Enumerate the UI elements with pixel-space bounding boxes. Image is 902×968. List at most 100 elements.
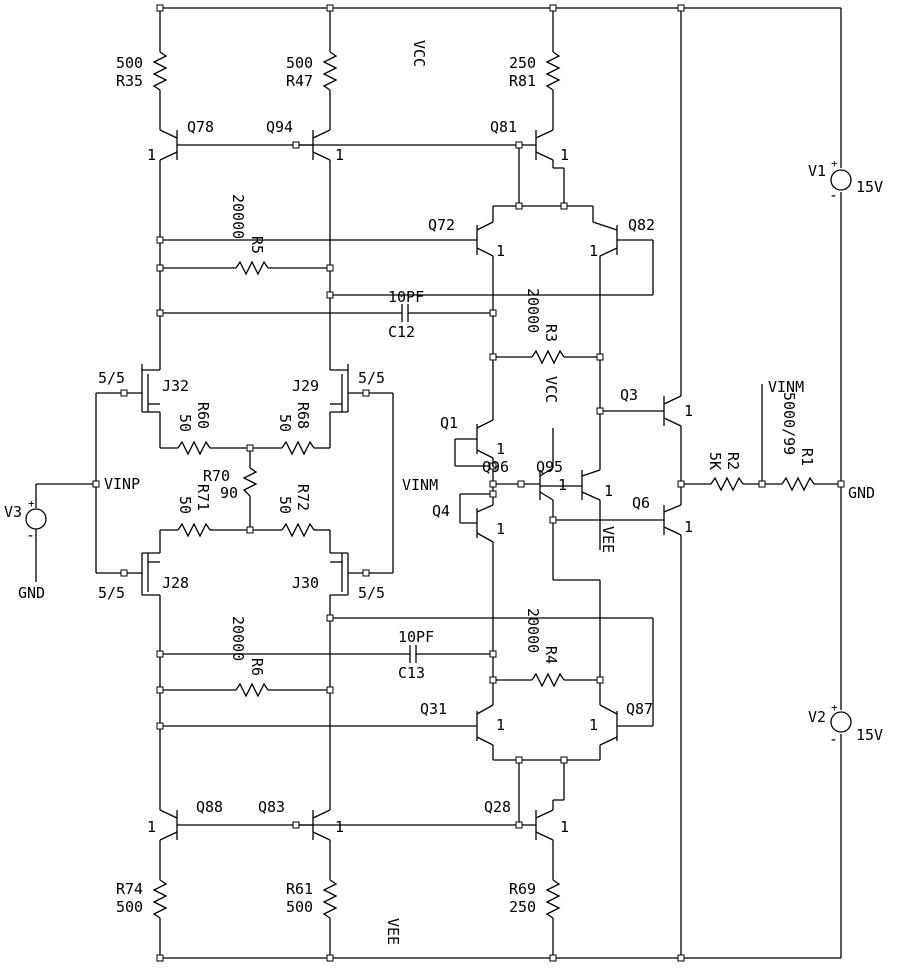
voltage-source-v2	[830, 711, 852, 733]
q88-area: 1	[147, 818, 156, 836]
v2-label: V2	[808, 708, 826, 726]
resistor-r61	[322, 840, 338, 958]
r3-value: 20000	[524, 288, 542, 333]
c12-value: 10PF	[388, 288, 424, 306]
j32-size: 5/5	[98, 369, 125, 387]
q96-label: Q96	[482, 458, 509, 476]
v2-plus: +	[831, 701, 838, 714]
resistor-r68	[250, 440, 330, 456]
q72-label: Q72	[428, 216, 455, 234]
q94-label: Q94	[266, 118, 293, 136]
resistor-r4	[493, 672, 600, 688]
j29-size: 5/5	[358, 369, 385, 387]
r1-name: R1	[798, 448, 816, 466]
v1-minus: -	[829, 186, 838, 204]
r60-value: 50	[176, 414, 194, 432]
r68-value: 50	[276, 414, 294, 432]
r81-name: R81	[509, 72, 536, 90]
wire-j30-to-q87	[330, 617, 654, 726]
resistor-r81	[545, 8, 561, 130]
v2-minus: -	[829, 730, 838, 748]
r69-name: R69	[509, 880, 536, 898]
q4-area: 1	[496, 520, 505, 538]
r60-name: R60	[194, 402, 212, 429]
q6-area: 1	[684, 518, 693, 536]
jfet-j30	[329, 530, 393, 810]
r61-value: 500	[286, 898, 313, 916]
q83-label: Q83	[258, 798, 285, 816]
q82-area: 1	[589, 242, 598, 260]
v1-value: 15V	[856, 178, 883, 196]
q81-area: 1	[560, 146, 569, 164]
resistor-r71	[160, 522, 250, 538]
resistor-r70	[242, 448, 258, 530]
transistor-q31	[160, 704, 600, 761]
r2-value: 5K	[706, 452, 724, 470]
transistor-q72	[160, 205, 593, 420]
q95-area: 1	[604, 482, 613, 500]
j29-label: J29	[292, 377, 319, 395]
vinp-label: VINP	[104, 475, 140, 493]
transistor-q81	[296, 129, 565, 206]
v3-minus: -	[26, 526, 35, 544]
resistor-r5	[160, 260, 330, 276]
r74-value: 500	[116, 898, 143, 916]
r6-value: 20000	[229, 616, 247, 661]
vee-bottom-label: VEE	[384, 918, 402, 945]
transistor-q82	[330, 206, 654, 470]
v1-label: V1	[808, 162, 826, 180]
transistor-q4	[459, 493, 494, 705]
j30-label: J30	[292, 574, 319, 592]
q81-label: Q81	[490, 118, 517, 136]
transistor-q96-q95	[493, 428, 601, 680]
resistor-r69	[545, 840, 561, 958]
j32-label: J32	[162, 377, 189, 395]
transistor-q87	[599, 680, 653, 760]
r47-name: R47	[286, 72, 313, 90]
r74-name: R74	[116, 880, 143, 898]
j28-size: 5/5	[98, 584, 125, 602]
q28-label: Q28	[484, 798, 511, 816]
vcc-mid-label: VCC	[542, 376, 560, 403]
r71-value: 50	[176, 496, 194, 514]
resistor-r1	[762, 476, 841, 492]
resistor-r74	[152, 840, 168, 958]
q1-area: 1	[496, 440, 505, 458]
transistor-q94	[296, 129, 331, 370]
gnd-right-label: GND	[848, 484, 875, 502]
q4-label: Q4	[432, 502, 450, 520]
transistor-q3	[600, 8, 682, 505]
vinm-input-label: VINM	[402, 476, 438, 494]
jfet-j28	[96, 530, 161, 810]
r72-name: R72	[294, 484, 312, 511]
voltage-source-v1	[830, 169, 852, 191]
r5-name: R5	[248, 236, 266, 254]
q96-area: 1	[558, 476, 567, 494]
vinm-feedback-label: VINM	[768, 378, 804, 396]
q28-area: 1	[560, 818, 569, 836]
r47-value: 500	[286, 54, 313, 72]
node-dots	[92, 4, 845, 962]
q78-label: Q78	[187, 118, 214, 136]
r70-name: R70	[203, 467, 230, 485]
transistor-q78	[159, 129, 296, 370]
q87-area: 1	[589, 716, 598, 734]
q3-area: 1	[684, 402, 693, 420]
r4-name: R4	[542, 646, 560, 664]
r5-value: 20000	[229, 194, 247, 239]
v3-gnd-label: GND	[18, 584, 45, 602]
resistor-r47	[322, 8, 338, 130]
r3-name: R3	[542, 324, 560, 342]
c13-value: 10PF	[398, 628, 434, 646]
q1-label: Q1	[440, 414, 458, 432]
r69-value: 250	[509, 898, 536, 916]
q72-area: 1	[496, 242, 505, 260]
j30-size: 5/5	[358, 584, 385, 602]
q6-label: Q6	[632, 494, 650, 512]
q95-label: Q95	[536, 458, 563, 476]
c13-name: C13	[398, 664, 425, 682]
resistor-r72	[250, 522, 330, 538]
c12-name: C12	[388, 323, 415, 341]
vcc-top-label: VCC	[410, 40, 428, 67]
